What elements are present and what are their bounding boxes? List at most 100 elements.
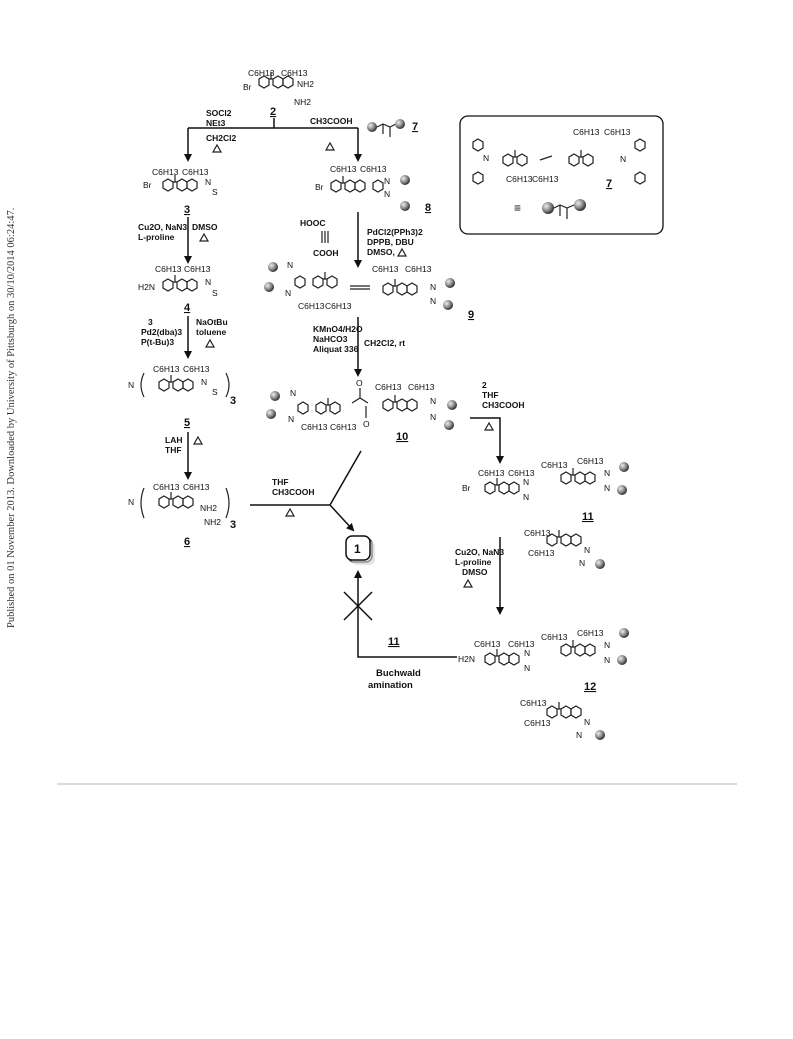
diketone-7-ball-model: 7 [367,119,418,137]
reagent-text: DMSO, [367,247,395,257]
oxygen-label: O [363,419,370,429]
nitrogen-label: N [584,717,590,727]
heat-triangle [284,507,296,517]
nitrogen-label: N [288,414,294,424]
reagent-text: CH3COOH [482,400,525,410]
reagent-text: NaHCO3 [313,334,348,344]
reagent-text: toluene [196,327,226,337]
reagent-text: DMSO [462,567,488,577]
compound-10-structure: N N O O C6H13 C6H13 C6H13 C6H13 N N 10 [266,378,457,443]
reagent-text: NaOtBu [196,317,228,327]
hexyl-label: C6H13 [524,528,551,538]
reagent-text: KMnO4/H2O [313,324,363,334]
reagent-text: Aliquat 336 [313,344,359,354]
nitrogen-label: N [620,154,626,164]
reagent-text: THF [272,477,289,487]
nitrogen-label: N [576,730,582,740]
sulfur-label: S [212,187,218,197]
hexyl-label: C6H13 [372,264,399,274]
reagent-text: DPPB, DBU [367,237,414,247]
footer-divider [57,783,737,785]
amino-label: NH2 [204,517,221,527]
reagent-text: 2 [482,380,487,390]
nitrogen-label: N [128,497,134,507]
reagent-text: amination [368,680,413,691]
compound-4-label: 4 [184,302,191,314]
compound-3-structure: C6H13 C6H13 Br N S 3 [143,167,218,216]
compound-2-label: 2 [270,106,276,118]
nitrogen-label: N [604,483,610,493]
compound-11-label: 11 [582,511,594,523]
reagent-text: CH3COOH [310,116,353,126]
reagent-text: P(t-Bu)3 [141,337,174,347]
compound-9-structure: N N C6H13 C6H13 C6H13 C6H13 N N 9 [264,260,474,321]
hexyl-label: C6H13 [508,639,535,649]
reagent-text: CH3COOH [272,487,315,497]
compound-7-inset-label: 7 [606,178,612,190]
reagent-text: Pd2(dba)3 [141,327,182,337]
compound-6-label: 6 [184,536,190,548]
reaction-scheme: C6H13 C6H13 Br NH2 NH2 2 SOCl2 NEt3 CH2C… [128,68,664,740]
hexyl-label: C6H13 [360,164,387,174]
hexyl-label: C6H13 [541,632,568,642]
hexyl-label: C6H13 [153,364,180,374]
nitrogen-label: N [201,377,207,387]
heat-triangle [204,338,216,348]
reagent-text: 3 [148,317,153,327]
hexyl-label: C6H13 [301,422,328,432]
reagent-text: THF [165,445,182,455]
nitrogen-label: N [604,640,610,650]
subscript-3: 3 [230,395,236,407]
heat-triangle [483,421,495,431]
compound-7-inset-structure: N C6H13 C6H13 C6H13 C6H13 N 7 ≡ [472,127,646,219]
compound-1-label: 1 [354,542,361,556]
hexyl-label: C6H13 [155,264,182,274]
hexyl-label: C6H13 [506,174,533,184]
nitrogen-label: N [430,412,436,422]
heat-triangle [396,247,408,257]
hexyl-label: C6H13 [184,264,211,274]
nitrogen-label: N [285,288,291,298]
bromo-label: Br [315,182,324,192]
hexyl-label: C6H13 [330,164,357,174]
target-compound-1: 1 [345,535,375,565]
reagent-text: L-proline [138,232,175,242]
reagent-text: HOOC [300,218,326,228]
hexyl-label: C6H13 [182,167,209,177]
reagent-text: Cu2O, NaN3 [455,547,504,557]
nitrogen-label: N [604,655,610,665]
nitrogen-label: N [205,177,211,187]
reagent-text: THF [482,390,499,400]
compound-9-label: 9 [468,309,474,321]
nitrogen-label: N [524,648,530,658]
blocked-cross-icon [343,591,373,621]
bromo-label: Br [462,483,471,493]
compound-6-structure: N C6H13 C6H13 NH2 NH2 3 6 [128,482,236,548]
heat-triangle [198,232,210,242]
amino-label: H2N [458,654,475,664]
compound-4-structure: C6H13 C6H13 H2N N S 4 [138,264,218,314]
reagent-text: CH2Cl2, rt [364,338,405,348]
bromo-label: Br [243,82,252,92]
heat-triangle [462,578,474,588]
hexyl-label: C6H13 [524,718,551,728]
compound-11-structure: Br C6H13 C6H13 N N C6H13 C6H13 N N C6H13… [462,456,629,569]
amino-label: NH2 [294,97,311,107]
oxygen-label: O [356,378,363,388]
hexyl-label: C6H13 [325,301,352,311]
hexyl-label: C6H13 [375,382,402,392]
nitrogen-label: N [287,260,293,270]
hexyl-label: C6H13 [298,301,325,311]
compound-12-structure: H2N C6H13 C6H13 N N C6H13 C6H13 N N C6H1… [458,628,629,740]
hexyl-label: C6H13 [405,264,432,274]
compound-12-label: 12 [584,681,596,693]
hexyl-label: C6H13 [478,468,505,478]
reagent-text: Cu2O, NaN3 [138,222,187,232]
compound-3-label: 3 [184,204,190,216]
nitrogen-label: N [384,189,390,199]
heat-triangle [211,143,223,153]
compound-11-ref-label: 11 [388,636,400,648]
reagent-text: LAH [165,435,182,445]
nitrogen-label: N [524,663,530,673]
heat-triangle [324,141,336,151]
